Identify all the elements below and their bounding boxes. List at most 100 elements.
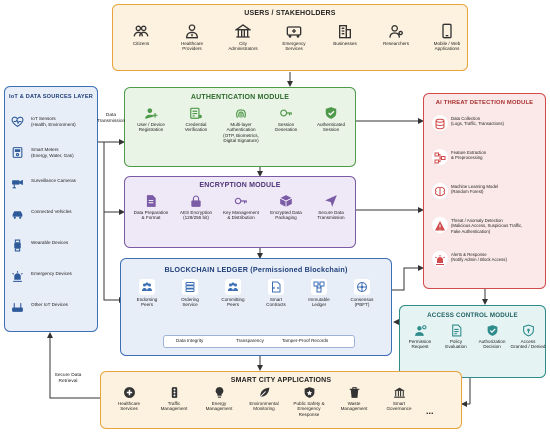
- iot-item-0: IoT Sensors (Health, Environment): [31, 116, 76, 127]
- access-item-3: Access Granted / Denied: [510, 324, 546, 350]
- enc-item-label: Data Preparation & Format: [133, 210, 169, 221]
- data-transmission-label: Data Transmission: [96, 113, 126, 124]
- app-item-4: Public Safety & Emergency Response: [287, 386, 331, 417]
- meter-icon: [11, 146, 24, 164]
- user-item-4: Businesses: [323, 23, 367, 46]
- consensus-icon: [354, 279, 370, 295]
- auth-item-1: Credential Verification: [174, 106, 218, 133]
- iot-item-1: Smart Meters (Energy, Water, Gas): [31, 147, 74, 158]
- auth-item-4: Authenticated Session: [309, 106, 353, 133]
- trash-icon: [348, 386, 361, 399]
- authentication-title: AUTHENTICATION MODULE: [190, 94, 290, 101]
- enc-item-2: Key Management & Distribution: [219, 194, 263, 221]
- fingerprint-icon: [234, 106, 248, 120]
- auth-item-label: Session Generation: [274, 122, 298, 133]
- enc-item-label: Key Management & Distribution: [222, 210, 259, 221]
- users-title: USERS / STAKEHOLDERS: [244, 10, 336, 17]
- iot-panel: IoT & DATA SOURCES LAYER IoT Sensors (He…: [4, 86, 98, 332]
- access-item-2: Authorization Decision: [474, 324, 510, 350]
- police-icon: [303, 386, 316, 399]
- auth-item-2: Multi-layer Authentication (OTP, Biometr…: [219, 106, 263, 144]
- citizens-icon: [133, 23, 149, 39]
- access-item-label: Access Granted / Denied: [510, 339, 546, 350]
- database-icon: [432, 115, 448, 131]
- blockchain-panel: BLOCKCHAIN LEDGER (Permissioned Blockcha…: [120, 258, 392, 356]
- chain-item-4: Immutable Ledger: [299, 279, 339, 308]
- user-item-5: Researchers: [374, 23, 418, 46]
- blockchain-title: BLOCKCHAIN LEDGER (Permissioned Blockcha…: [164, 265, 348, 274]
- chain-item-label: Consensus (PBFT): [350, 297, 374, 308]
- flow-icon: [432, 149, 448, 165]
- mobile-icon: [439, 23, 455, 39]
- ai-threat-panel: AI THREAT DETECTION MODULE Data Collecti…: [423, 93, 546, 289]
- warning-icon: [432, 217, 448, 233]
- ai-item-4: Alerts & Response (Notify Admin / Block …: [451, 252, 507, 263]
- contract-icon: [268, 279, 284, 295]
- access-icon: [522, 324, 535, 337]
- chain-item-label: Immutable Ledger: [308, 297, 330, 308]
- app-item-label: Waste Management: [340, 401, 368, 412]
- camera-icon: [11, 177, 24, 195]
- iot-item-2: Surveillance Cameras: [31, 178, 76, 183]
- encryption-title: ENCRYPTION MODULE: [199, 182, 281, 189]
- user-item-2: City Administrators: [221, 23, 265, 52]
- key-icon: [234, 194, 248, 208]
- lock-icon: [189, 194, 203, 208]
- shield-check-icon: [324, 106, 338, 120]
- peers-icon: [139, 279, 155, 295]
- enc-item-label: Encrypted Data Packaging: [270, 210, 302, 221]
- ai-item-2: Machine Learning Model (Random Forest): [451, 184, 499, 195]
- user-item-0: Citizens: [119, 23, 163, 46]
- user-add-icon: [144, 106, 158, 120]
- auth-item-label: Multi-layer Authentication (OTP, Biometr…: [223, 122, 259, 144]
- traffic-light-icon: [168, 386, 181, 399]
- alarm-icon: [432, 251, 448, 267]
- access-item-0: Permission Request: [402, 324, 438, 350]
- auth-item-label: Authenticated Session: [316, 122, 346, 133]
- app-item-0: Healthcare Services: [107, 386, 151, 412]
- apps-title: SMART CITY APPLICATIONS: [230, 377, 332, 384]
- footer-transparency: Transparency: [236, 338, 264, 343]
- user-item-label: Researchers: [382, 41, 410, 46]
- bulb-icon: [213, 386, 226, 399]
- package-icon: [279, 194, 293, 208]
- app-item-label: Energy Management: [205, 401, 233, 412]
- iot-item-5: Emergency Devices: [31, 271, 72, 276]
- building-icon: [337, 23, 353, 39]
- request-icon: [414, 324, 427, 337]
- chain-item-0: Endorsing Peers: [127, 279, 167, 308]
- enc-item-label: AES Encryption (128/256 bit): [179, 210, 213, 221]
- secure-retrieval-label: Secure Data Retrieval: [54, 373, 82, 384]
- apps-more: ...: [426, 406, 434, 416]
- watch-icon: [11, 239, 24, 257]
- app-item-6: Smart Governance: [377, 386, 421, 412]
- enc-item-label: Secure Data Transmission: [317, 210, 345, 221]
- auth-item-0: User / Device Registration: [129, 106, 173, 133]
- blockchain-footer: Data Integrity Transparency Tamper-Proof…: [163, 335, 355, 348]
- access-item-1: Policy Evaluation: [438, 324, 474, 350]
- leaf-icon: [258, 386, 271, 399]
- policy-icon: [450, 324, 463, 337]
- footer-tamper-proof: Tamper-Proof Records: [282, 338, 329, 343]
- chain-item-label: Ordering Service: [181, 297, 199, 308]
- enc-item-0: Data Preparation & Format: [129, 194, 173, 221]
- iot-item-3: Connected Vehicles: [31, 209, 72, 214]
- app-item-label: Traffic Management: [160, 401, 188, 412]
- server-icon: [182, 279, 198, 295]
- app-item-3: Environmental Monitoring: [242, 386, 286, 412]
- enc-item-4: Secure Data Transmission: [309, 194, 353, 221]
- enc-item-3: Encrypted Data Packaging: [264, 194, 308, 221]
- ambulance-icon: [286, 23, 302, 39]
- credential-icon: [189, 106, 203, 120]
- authorization-icon: [486, 324, 499, 337]
- siren-icon: [11, 270, 24, 288]
- apps-panel: SMART CITY APPLICATIONS Healthcare Servi…: [100, 371, 462, 429]
- chain-item-1: Ordering Service: [170, 279, 210, 308]
- user-item-3: Emergency Services: [272, 23, 316, 52]
- app-item-label: Environmental Monitoring: [249, 401, 279, 412]
- access-item-label: Permission Request: [408, 339, 432, 350]
- peers-icon: [225, 279, 241, 295]
- auth-item-3: Session Generation: [264, 106, 308, 133]
